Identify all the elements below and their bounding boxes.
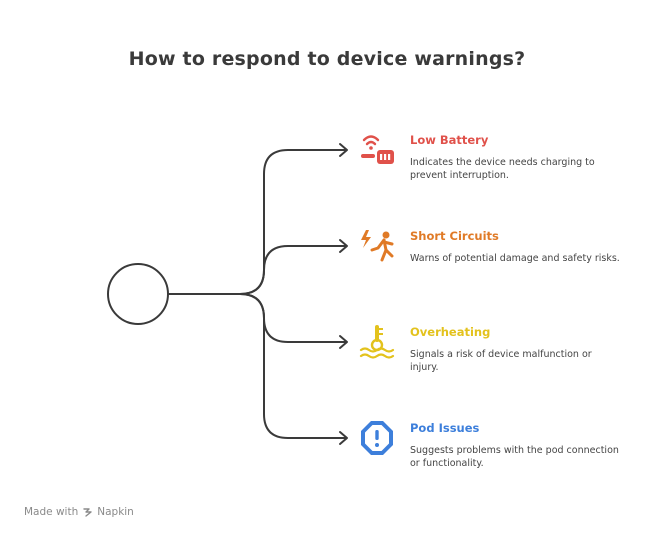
thermometer-heat-icon bbox=[356, 322, 398, 362]
napkin-brand: Napkin bbox=[82, 506, 134, 518]
footer: Made with Napkin bbox=[24, 506, 134, 518]
item-title-overheating: Overheating bbox=[410, 325, 491, 339]
arrowhead-2 bbox=[339, 239, 348, 253]
item-desc-pod-issues: Suggests problems with the pod connectio… bbox=[410, 445, 619, 469]
arrowhead-3 bbox=[339, 335, 348, 349]
electric-shock-icon bbox=[356, 226, 398, 266]
made-with-label: Made with bbox=[24, 506, 79, 518]
low-battery-icon bbox=[356, 130, 398, 170]
napkin-logo-icon bbox=[83, 508, 92, 517]
page-title: How to respond to device warnings? bbox=[128, 48, 526, 70]
item-desc-short-circuits: Warns of potential damage and safety ris… bbox=[410, 253, 620, 264]
root-node bbox=[107, 263, 169, 325]
item-title-pod-issues: Pod Issues bbox=[410, 421, 480, 435]
item-title-low-battery: Low Battery bbox=[410, 133, 489, 147]
arrowhead-4 bbox=[339, 431, 348, 445]
item-title-short-circuits: Short Circuits bbox=[410, 229, 499, 243]
item-desc-low-battery: Indicates the device needs charging to p… bbox=[410, 157, 595, 181]
alert-octagon-icon bbox=[356, 418, 398, 458]
branch-line-3 bbox=[239, 293, 346, 343]
napkin-brand-label: Napkin bbox=[97, 506, 134, 518]
arrowhead-1 bbox=[339, 143, 348, 157]
branch-line-4 bbox=[239, 293, 346, 439]
branch-line-2 bbox=[239, 245, 346, 295]
item-desc-overheating: Signals a risk of device malfunction or … bbox=[410, 349, 592, 373]
branch-line-1 bbox=[239, 149, 346, 295]
